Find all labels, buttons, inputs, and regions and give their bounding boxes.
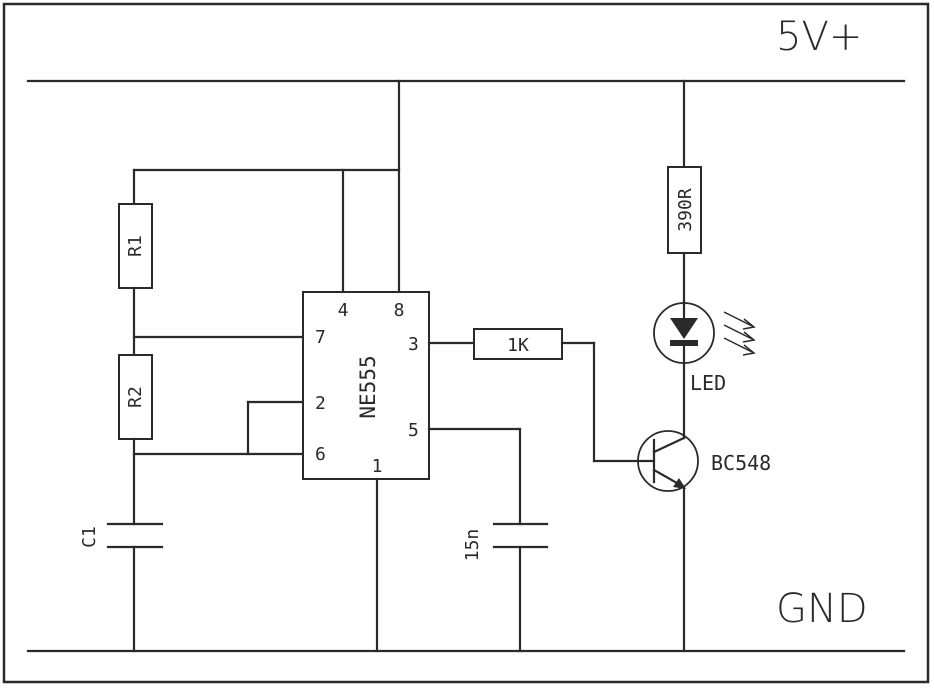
pin-2-label: 2 [315,393,326,414]
r2-label: R2 [125,386,146,408]
pin-4-label: 4 [338,300,349,321]
r2-resistor [118,354,153,440]
r-base-label: 1K [507,335,529,356]
vcc-label: 5V+ [776,14,862,60]
c15n-label: 15n [462,529,483,562]
led-label: LED [690,371,726,395]
pin-5-label: 5 [408,420,419,441]
ic-name: NE555 [356,355,380,418]
transistor-label: BC548 [711,451,771,475]
pin-7-label: 7 [315,327,326,348]
r-led-390r [667,166,702,254]
r1-label: R1 [125,235,146,257]
bc548-transistor [637,430,699,492]
led-symbol [653,302,715,365]
ne555-ic [302,291,430,480]
pin-6-label: 6 [315,444,326,465]
c1-label: C1 [79,526,100,548]
light-emission-arrows-icon [723,311,756,356]
r-base-1k [473,328,563,360]
pin-3-label: 3 [408,334,419,355]
r-led-label: 390R [675,188,696,232]
pin-8-label: 8 [394,300,405,321]
r1-resistor [118,203,153,289]
pin-1-label: 1 [372,456,383,477]
gnd-label: GND [776,586,868,632]
frame [2,2,930,684]
